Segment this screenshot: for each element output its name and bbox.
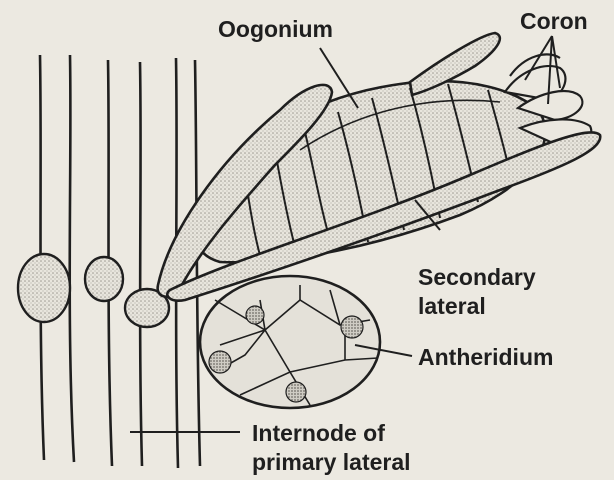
antheridium-drawing: [200, 276, 380, 408]
label-oogonium: Oogonium: [218, 16, 333, 42]
label-internode-line2: primary lateral: [252, 449, 411, 475]
label-secondary-lateral-line2: lateral: [418, 293, 486, 319]
label-internode-line1: Internode of: [252, 420, 385, 446]
label-corona: Coron: [520, 8, 588, 34]
label-secondary-lateral-line1: Secondary: [418, 264, 536, 290]
axis-nodes: [18, 254, 169, 327]
label-antheridium: Antheridium: [418, 344, 553, 370]
